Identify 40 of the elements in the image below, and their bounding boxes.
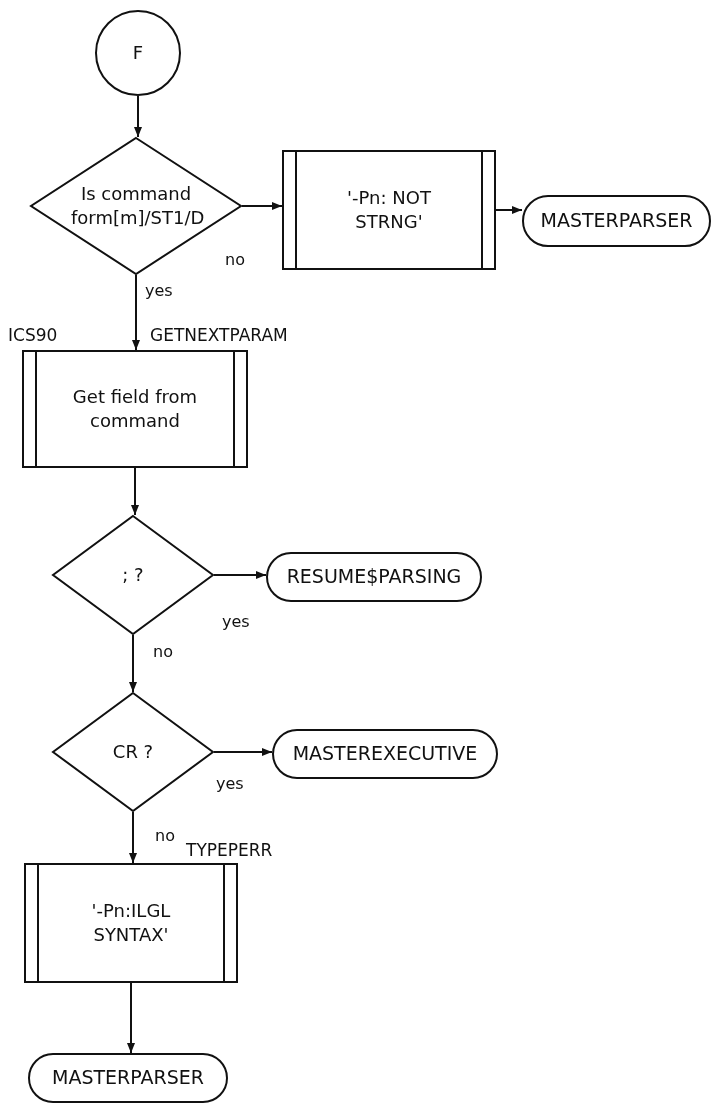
arrow xyxy=(134,95,142,138)
node-text: MASTERPARSER xyxy=(51,1065,205,1091)
node-text: RESUME$PARSING xyxy=(285,564,463,590)
node-text: ; ? xyxy=(121,562,145,587)
routine-name: TYPEPERR xyxy=(186,840,273,860)
arrow xyxy=(129,811,137,864)
edge-label: yes xyxy=(222,612,250,631)
edge-label: no xyxy=(153,642,173,661)
edge-label: no xyxy=(155,826,175,845)
arrow xyxy=(127,982,135,1054)
decision-diamond xyxy=(52,692,214,812)
node-text: MASTEREXECUTIVE xyxy=(291,741,479,767)
node-text: CR ? xyxy=(111,739,155,764)
arrow xyxy=(213,571,267,579)
terminal-box xyxy=(28,1053,228,1103)
node-text: '-Pn: NOT STRNG' xyxy=(346,185,432,234)
arrow xyxy=(132,274,140,351)
arrow xyxy=(241,202,283,210)
terminal-box xyxy=(522,195,711,247)
predefined-process-box xyxy=(282,150,496,270)
arrow xyxy=(129,634,137,693)
node-text: '-Pn:ILGL SYNTAX' xyxy=(90,898,172,947)
routine-name: ICS90 xyxy=(8,325,58,345)
arrow xyxy=(131,467,139,516)
connector-circle xyxy=(95,10,181,96)
decision-diamond xyxy=(30,137,242,275)
node-text: F xyxy=(131,40,145,65)
edge-label: yes xyxy=(145,281,173,300)
arrow xyxy=(495,206,523,214)
arrow xyxy=(213,748,273,756)
node-text: MASTERPARSER xyxy=(539,208,694,234)
terminal-box xyxy=(266,552,482,602)
decision-diamond xyxy=(52,515,214,635)
terminal-box xyxy=(272,729,498,779)
edge-label: no xyxy=(225,250,245,269)
predefined-process-box xyxy=(22,350,248,468)
node-text: Get field from command xyxy=(71,384,199,433)
predefined-process-box xyxy=(24,863,238,983)
routine-name: GETNEXTPARAM xyxy=(150,325,288,345)
edge-label: yes xyxy=(216,774,244,793)
